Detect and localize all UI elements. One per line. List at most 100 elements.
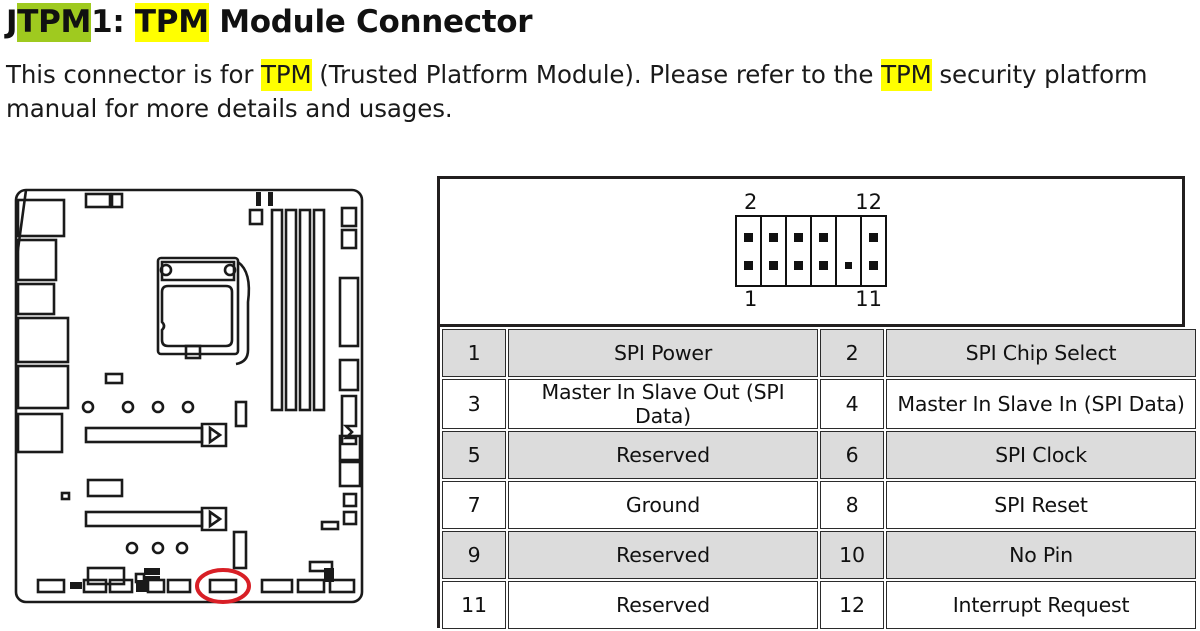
connector-label-top-left: 2 bbox=[744, 190, 758, 214]
pin-number-cell: 8 bbox=[820, 481, 884, 529]
description-part-2: (Trusted Platform Module). Please refer … bbox=[311, 60, 882, 89]
sata-port bbox=[338, 434, 362, 462]
connector-label-bottom-left: 1 bbox=[744, 287, 758, 311]
title-highlight-green: TPM bbox=[17, 3, 92, 42]
dimm-slot bbox=[298, 208, 312, 412]
pin-signal-cell: Reserved bbox=[508, 531, 818, 579]
pin-dot-8 bbox=[819, 232, 828, 242]
front-panel-header bbox=[36, 578, 66, 594]
table-row: 5 Reserved 6 SPI Clock bbox=[442, 431, 1196, 479]
connector-top-labels: 2 12 bbox=[738, 191, 884, 213]
table-row: 1 SPI Power 2 SPI Chip Select bbox=[442, 329, 1196, 377]
table-row: 9 Reserved 10 No Pin bbox=[442, 531, 1196, 579]
pin-marker bbox=[268, 192, 273, 206]
small-chip bbox=[342, 492, 358, 508]
pin-signal-cell: Interrupt Request bbox=[886, 581, 1196, 629]
pin-number-cell: 5 bbox=[442, 431, 506, 479]
title-suffix: Module Connector bbox=[208, 4, 533, 40]
pin-signal-cell: Ground bbox=[508, 481, 818, 529]
solid-marker bbox=[136, 580, 148, 592]
description-paragraph: This connector is for TPM (Trusted Platf… bbox=[6, 58, 1198, 126]
pin-dot-5 bbox=[794, 260, 803, 270]
mount-hole bbox=[121, 400, 135, 414]
front-panel-header bbox=[146, 578, 166, 594]
pin-dot-11 bbox=[869, 260, 878, 270]
pin-dot-9 bbox=[845, 262, 852, 269]
pin-number-cell: 9 bbox=[442, 531, 506, 579]
pin-signal-cell: Reserved bbox=[508, 431, 818, 479]
m2-slot bbox=[86, 478, 124, 498]
connector-label-bottom-right: 11 bbox=[855, 287, 882, 311]
pin-dot-10-missing bbox=[844, 233, 853, 242]
pin-number-cell: 4 bbox=[820, 379, 884, 429]
rear-io-port bbox=[16, 198, 66, 238]
mount-hole bbox=[81, 400, 95, 414]
description-highlight-1: TPM bbox=[261, 59, 312, 91]
dimm-slot bbox=[312, 208, 326, 412]
front-panel-header bbox=[328, 578, 356, 594]
small-chip bbox=[104, 372, 124, 385]
description-part-3: security platform manual for more detail… bbox=[6, 60, 1148, 123]
pcie-slot bbox=[84, 422, 228, 448]
pin-dot-1 bbox=[744, 260, 753, 270]
socket-screw bbox=[159, 263, 173, 277]
connector-label-top-right: 12 bbox=[855, 190, 882, 214]
pin-number-cell: 3 bbox=[442, 379, 506, 429]
pcie-slot bbox=[84, 506, 228, 532]
front-panel-header bbox=[166, 578, 192, 594]
mount-hole bbox=[151, 400, 165, 414]
pin-signal-cell: SPI Clock bbox=[886, 431, 1196, 479]
sata-port bbox=[338, 460, 362, 488]
rear-io-port bbox=[16, 412, 64, 454]
tiny-part bbox=[60, 491, 71, 501]
dimm-slot bbox=[270, 208, 284, 412]
table-row: 7 Ground 8 SPI Reset bbox=[442, 481, 1196, 529]
motherboard-diagram bbox=[10, 170, 382, 622]
pin-number-cell: 10 bbox=[820, 531, 884, 579]
pin-dot-6 bbox=[794, 232, 803, 242]
title-middle: 1: bbox=[91, 4, 135, 40]
pin-definition-table: 1 SPI Power 2 SPI Chip Select 3 Master I… bbox=[440, 327, 1198, 631]
table-row: 11 Reserved 12 Interrupt Request bbox=[442, 581, 1196, 629]
pin-dot-2 bbox=[744, 232, 753, 242]
dimm-slot bbox=[284, 208, 298, 412]
vertical-header bbox=[232, 530, 248, 570]
pin-dot-7 bbox=[819, 260, 828, 270]
connector-graphic: 2 12 bbox=[711, 191, 911, 310]
small-chip bbox=[308, 560, 334, 573]
top-header bbox=[84, 192, 112, 209]
pin-column-6 bbox=[862, 217, 885, 285]
connector-bottom-labels: 1 11 bbox=[738, 288, 884, 310]
front-panel-header bbox=[296, 578, 326, 594]
rear-io-port bbox=[16, 364, 70, 410]
pin-marker bbox=[256, 192, 261, 206]
side-header bbox=[340, 228, 358, 250]
side-header bbox=[340, 206, 358, 228]
cpu-socket bbox=[156, 256, 251, 366]
pin-table-body: 1 SPI Power 2 SPI Chip Select 3 Master I… bbox=[442, 329, 1196, 629]
pin-column-3 bbox=[787, 217, 812, 285]
atx-power-header bbox=[248, 208, 264, 226]
pin-dot-3 bbox=[769, 260, 778, 270]
small-chip bbox=[320, 520, 340, 531]
description-part-1: This connector is for bbox=[6, 60, 262, 89]
pin-signal-cell: SPI Power bbox=[508, 329, 818, 377]
small-chip bbox=[342, 510, 358, 526]
jtpm1-highlight-circle bbox=[195, 568, 251, 604]
pin-signal-cell: Master In Slave In (SPI Data) bbox=[886, 379, 1196, 429]
title-highlight-yellow: TPM bbox=[134, 3, 209, 42]
top-header bbox=[110, 192, 124, 209]
pin-column-4 bbox=[812, 217, 837, 285]
mount-hole bbox=[181, 400, 195, 414]
side-connector bbox=[338, 358, 360, 392]
pin-number-cell: 7 bbox=[442, 481, 506, 529]
title-prefix: J bbox=[6, 4, 18, 40]
pin-signal-cell: Master In Slave Out (SPI Data) bbox=[508, 379, 818, 429]
description-highlight-2: TPM bbox=[881, 59, 932, 91]
pin-header-graphic bbox=[735, 215, 887, 287]
jtpm1-header bbox=[208, 578, 238, 594]
connector-diagram-cell: 2 12 bbox=[440, 179, 1182, 327]
mount-hole bbox=[175, 541, 189, 555]
solid-marker bbox=[324, 568, 334, 582]
pin-column-1 bbox=[737, 217, 762, 285]
